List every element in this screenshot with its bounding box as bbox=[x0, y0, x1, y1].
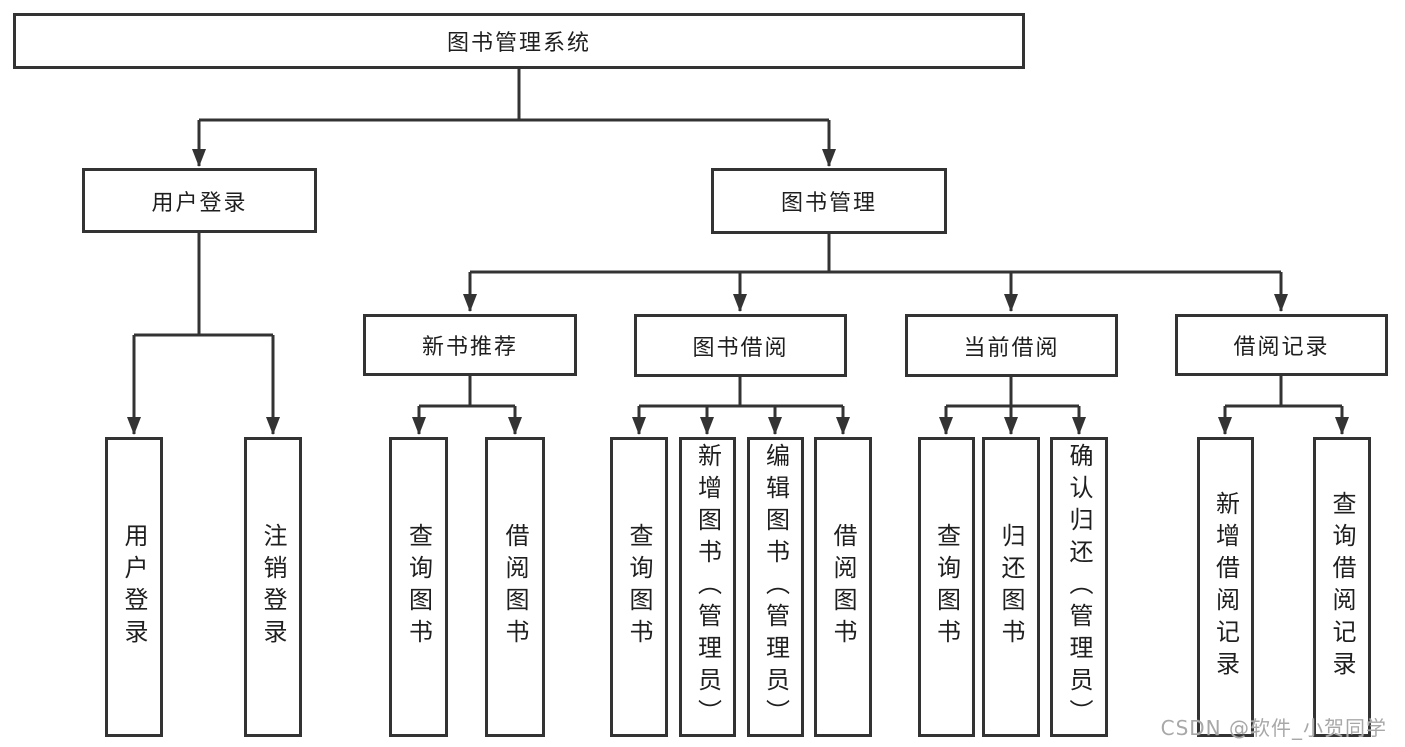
watermark: CSDN @软件_小贺同学 bbox=[1160, 716, 1387, 740]
node-book-borrowing: 图书借阅 bbox=[634, 314, 847, 377]
edge-new-book-trunk bbox=[419, 376, 515, 408]
leaf-query-books-recommend: 查询图书 bbox=[389, 437, 448, 737]
leaf-query-books-current-label: 查询图书 bbox=[932, 523, 961, 651]
node-current-borrowing: 当前借阅 bbox=[905, 314, 1118, 377]
leaf-confirm-return-admin-label: 确认归还（管理员） bbox=[1065, 443, 1093, 731]
node-book-management: 图书管理 bbox=[711, 168, 947, 234]
leaf-return-books-label: 归还图书 bbox=[997, 523, 1025, 651]
leaf-logout-label: 注销登录 bbox=[259, 523, 287, 651]
leaf-query-books-borrowing-label: 查询图书 bbox=[625, 523, 653, 651]
leaf-borrow-books-label: 借阅图书 bbox=[829, 523, 857, 651]
node-new-book-recommendation: 新书推荐 bbox=[363, 314, 577, 376]
leaf-edit-book-admin: 编辑图书（管理员） bbox=[747, 437, 804, 737]
node-user-login: 用户登录 bbox=[82, 168, 317, 233]
edge-current-borrowing-trunk bbox=[946, 377, 1079, 408]
node-borrow-records: 借阅记录 bbox=[1175, 314, 1388, 376]
leaf-add-borrow-record: 新增借阅记录 bbox=[1197, 437, 1254, 737]
edge-user-login-trunk bbox=[134, 233, 273, 337]
leaf-query-books-current: 查询图书 bbox=[918, 437, 975, 737]
leaf-add-book-admin-label: 新增图书（管理员） bbox=[693, 443, 722, 731]
leaf-add-borrow-record-label: 新增借阅记录 bbox=[1211, 491, 1240, 683]
leaf-borrow-books: 借阅图书 bbox=[814, 437, 872, 737]
leaf-logout: 注销登录 bbox=[244, 437, 302, 737]
leaf-confirm-return-admin: 确认归还（管理员） bbox=[1050, 437, 1108, 737]
leaf-borrow-books-recommend: 借阅图书 bbox=[485, 437, 545, 737]
leaf-query-borrow-record-label: 查询借阅记录 bbox=[1328, 491, 1356, 683]
leaf-add-book-admin: 新增图书（管理员） bbox=[679, 437, 736, 737]
edge-borrow-records-trunk bbox=[1225, 376, 1342, 408]
leaf-query-books-borrowing: 查询图书 bbox=[610, 437, 668, 737]
edge-book-borrowing-trunk bbox=[639, 377, 843, 408]
leaf-return-books: 归还图书 bbox=[982, 437, 1040, 737]
leaf-borrow-books-recommend-label: 借阅图书 bbox=[501, 523, 529, 651]
leaf-query-borrow-record: 查询借阅记录 bbox=[1313, 437, 1371, 737]
leaf-user-login: 用户登录 bbox=[105, 437, 163, 737]
node-root: 图书管理系统 bbox=[13, 13, 1025, 69]
leaf-edit-book-admin-label: 编辑图书（管理员） bbox=[761, 443, 790, 731]
edge-book-management-trunk bbox=[470, 234, 1281, 274]
leaf-user-login-label: 用户登录 bbox=[120, 523, 148, 651]
edge-root-trunk bbox=[199, 69, 829, 122]
leaf-query-books-recommend-label: 查询图书 bbox=[404, 523, 433, 651]
